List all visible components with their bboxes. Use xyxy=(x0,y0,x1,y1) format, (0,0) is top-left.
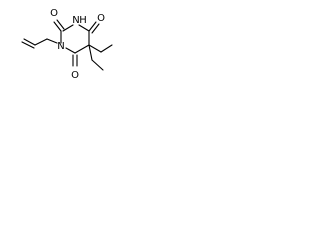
bond-c4-o-right-a xyxy=(88,21,97,32)
bond-c5-ethyl-one xyxy=(88,44,102,53)
molecule-diagram: O N H O N O xyxy=(0,0,120,85)
bond-n1-allyl-ch2 xyxy=(46,38,58,44)
bond-c4-o-right-b xyxy=(91,23,100,34)
bond-c2-o-top-a xyxy=(53,21,62,32)
bond-c2-o-top-b xyxy=(56,19,65,30)
bond-n3-c4 xyxy=(78,24,90,32)
molecule-structure: O N H O N O xyxy=(21,8,113,81)
atom-h-top: H xyxy=(79,15,87,26)
bond-allyl-double-b xyxy=(21,41,35,49)
bond-allyl-double-a xyxy=(23,38,36,46)
bond-c2-n3 xyxy=(62,24,74,32)
atom-n-top: N xyxy=(72,15,79,26)
bond-ethyl-one-ch3 xyxy=(100,44,113,53)
atom-o-top: O xyxy=(50,8,58,19)
atom-o-right: O xyxy=(97,13,105,24)
atom-n-left: N xyxy=(57,41,64,52)
bond-allyl-ch2-ch xyxy=(34,38,48,46)
bond-c5-ethyl-two xyxy=(88,44,93,61)
atom-o-bottom: O xyxy=(71,70,79,81)
bond-c6-n1 xyxy=(65,47,76,54)
bond-c5-c6 xyxy=(74,44,90,54)
bond-ethyl-two-ch3 xyxy=(91,59,104,71)
